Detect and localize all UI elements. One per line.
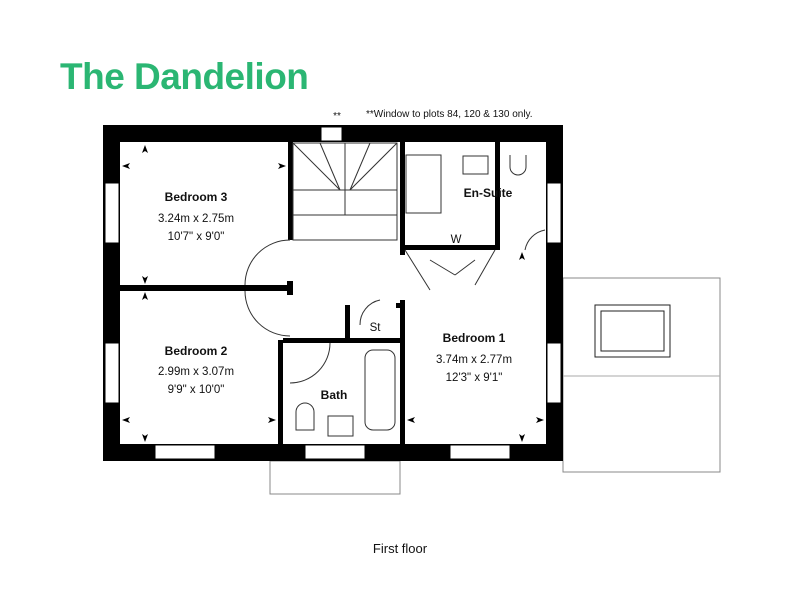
adjacent-outlines (269, 277, 721, 495)
bath-basin (327, 415, 354, 437)
dimension-arrows (122, 145, 544, 442)
walls (103, 125, 563, 461)
ensuite-toilet (509, 155, 527, 176)
window (546, 182, 562, 244)
bath-toilet (295, 402, 315, 431)
room-imperial-bedroom-3: 10'7" x 9'0" (168, 231, 225, 243)
window (449, 444, 511, 460)
plan-title: The Dandelion (60, 56, 309, 97)
room-name-en-suite: En-Suite (464, 186, 513, 200)
room-imperial-bedroom-2: 9'9" x 10'0" (168, 384, 225, 396)
shower (405, 154, 442, 214)
room-name-bedroom-2: Bedroom 2 (165, 344, 228, 358)
room-metric-bedroom-2: 2.99m x 3.07m (158, 366, 234, 378)
window (154, 444, 216, 460)
optional-window (320, 126, 343, 142)
garage-roof-outline (562, 277, 721, 473)
room-name-bath: Bath (321, 388, 348, 402)
fittings (244, 142, 546, 437)
window-note: **Window to plots 84, 120 & 130 only. (366, 109, 533, 120)
window (546, 342, 562, 404)
ensuite-basin (462, 155, 489, 175)
floor-label: First floor (373, 541, 428, 556)
room-imperial-bedroom-1: 12'3" x 9'1" (446, 372, 503, 384)
window (304, 444, 366, 460)
note-marker: ** (333, 111, 341, 122)
bathtub (364, 349, 396, 431)
window (104, 342, 120, 404)
room-metric-bedroom-1: 3.74m x 2.77m (436, 354, 512, 366)
porch-outline (269, 460, 401, 495)
room-name-store: St (370, 322, 382, 334)
room-name-wardrobe: W (451, 234, 462, 246)
room-name-bedroom-1: Bedroom 1 (443, 331, 506, 345)
room-metric-bedroom-3: 3.24m x 2.75m (158, 213, 234, 225)
skylight (594, 304, 671, 358)
door-swings (244, 239, 291, 337)
room-name-bedroom-3: Bedroom 3 (165, 190, 228, 204)
window (104, 182, 120, 244)
windows (104, 126, 562, 460)
